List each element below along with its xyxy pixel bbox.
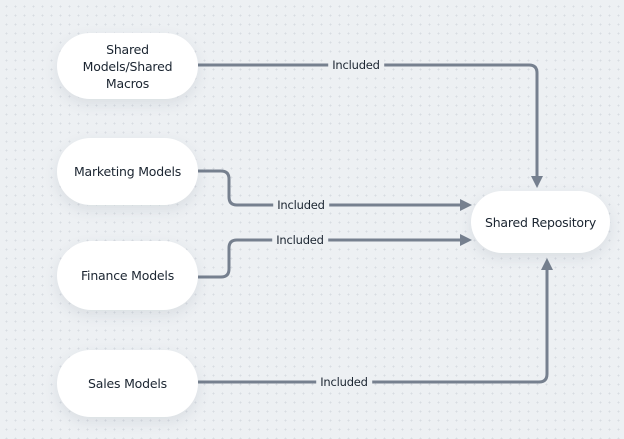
- edge-shared-models-to-repository: [198, 63, 543, 188]
- node-shared-models-shared-macros: Shared Models/Shared Macros: [57, 33, 198, 99]
- edge-label-included-finance: Included: [272, 232, 328, 248]
- node-marketing-models: Marketing Models: [57, 138, 198, 205]
- node-label: Sales Models: [88, 376, 167, 391]
- node-sales-models: Sales Models: [57, 350, 198, 417]
- edge-marketing-to-repository: [198, 169, 472, 211]
- edge-label-included-shared-models: Included: [328, 57, 384, 73]
- node-label: Marketing Models: [73, 164, 182, 179]
- node-finance-models: Finance Models: [57, 241, 198, 310]
- node-label: Shared Models/Shared Macros: [82, 41, 173, 91]
- node-label: Finance Models: [80, 268, 175, 283]
- edge-label-included-marketing: Included: [273, 197, 329, 213]
- edge-sales-to-repository: [198, 258, 553, 384]
- node-label: Shared Repository: [484, 214, 597, 230]
- edge-finance-to-repository: [198, 234, 472, 279]
- node-shared-repository: Shared Repository: [471, 191, 610, 253]
- edge-label-included-sales: Included: [316, 374, 372, 390]
